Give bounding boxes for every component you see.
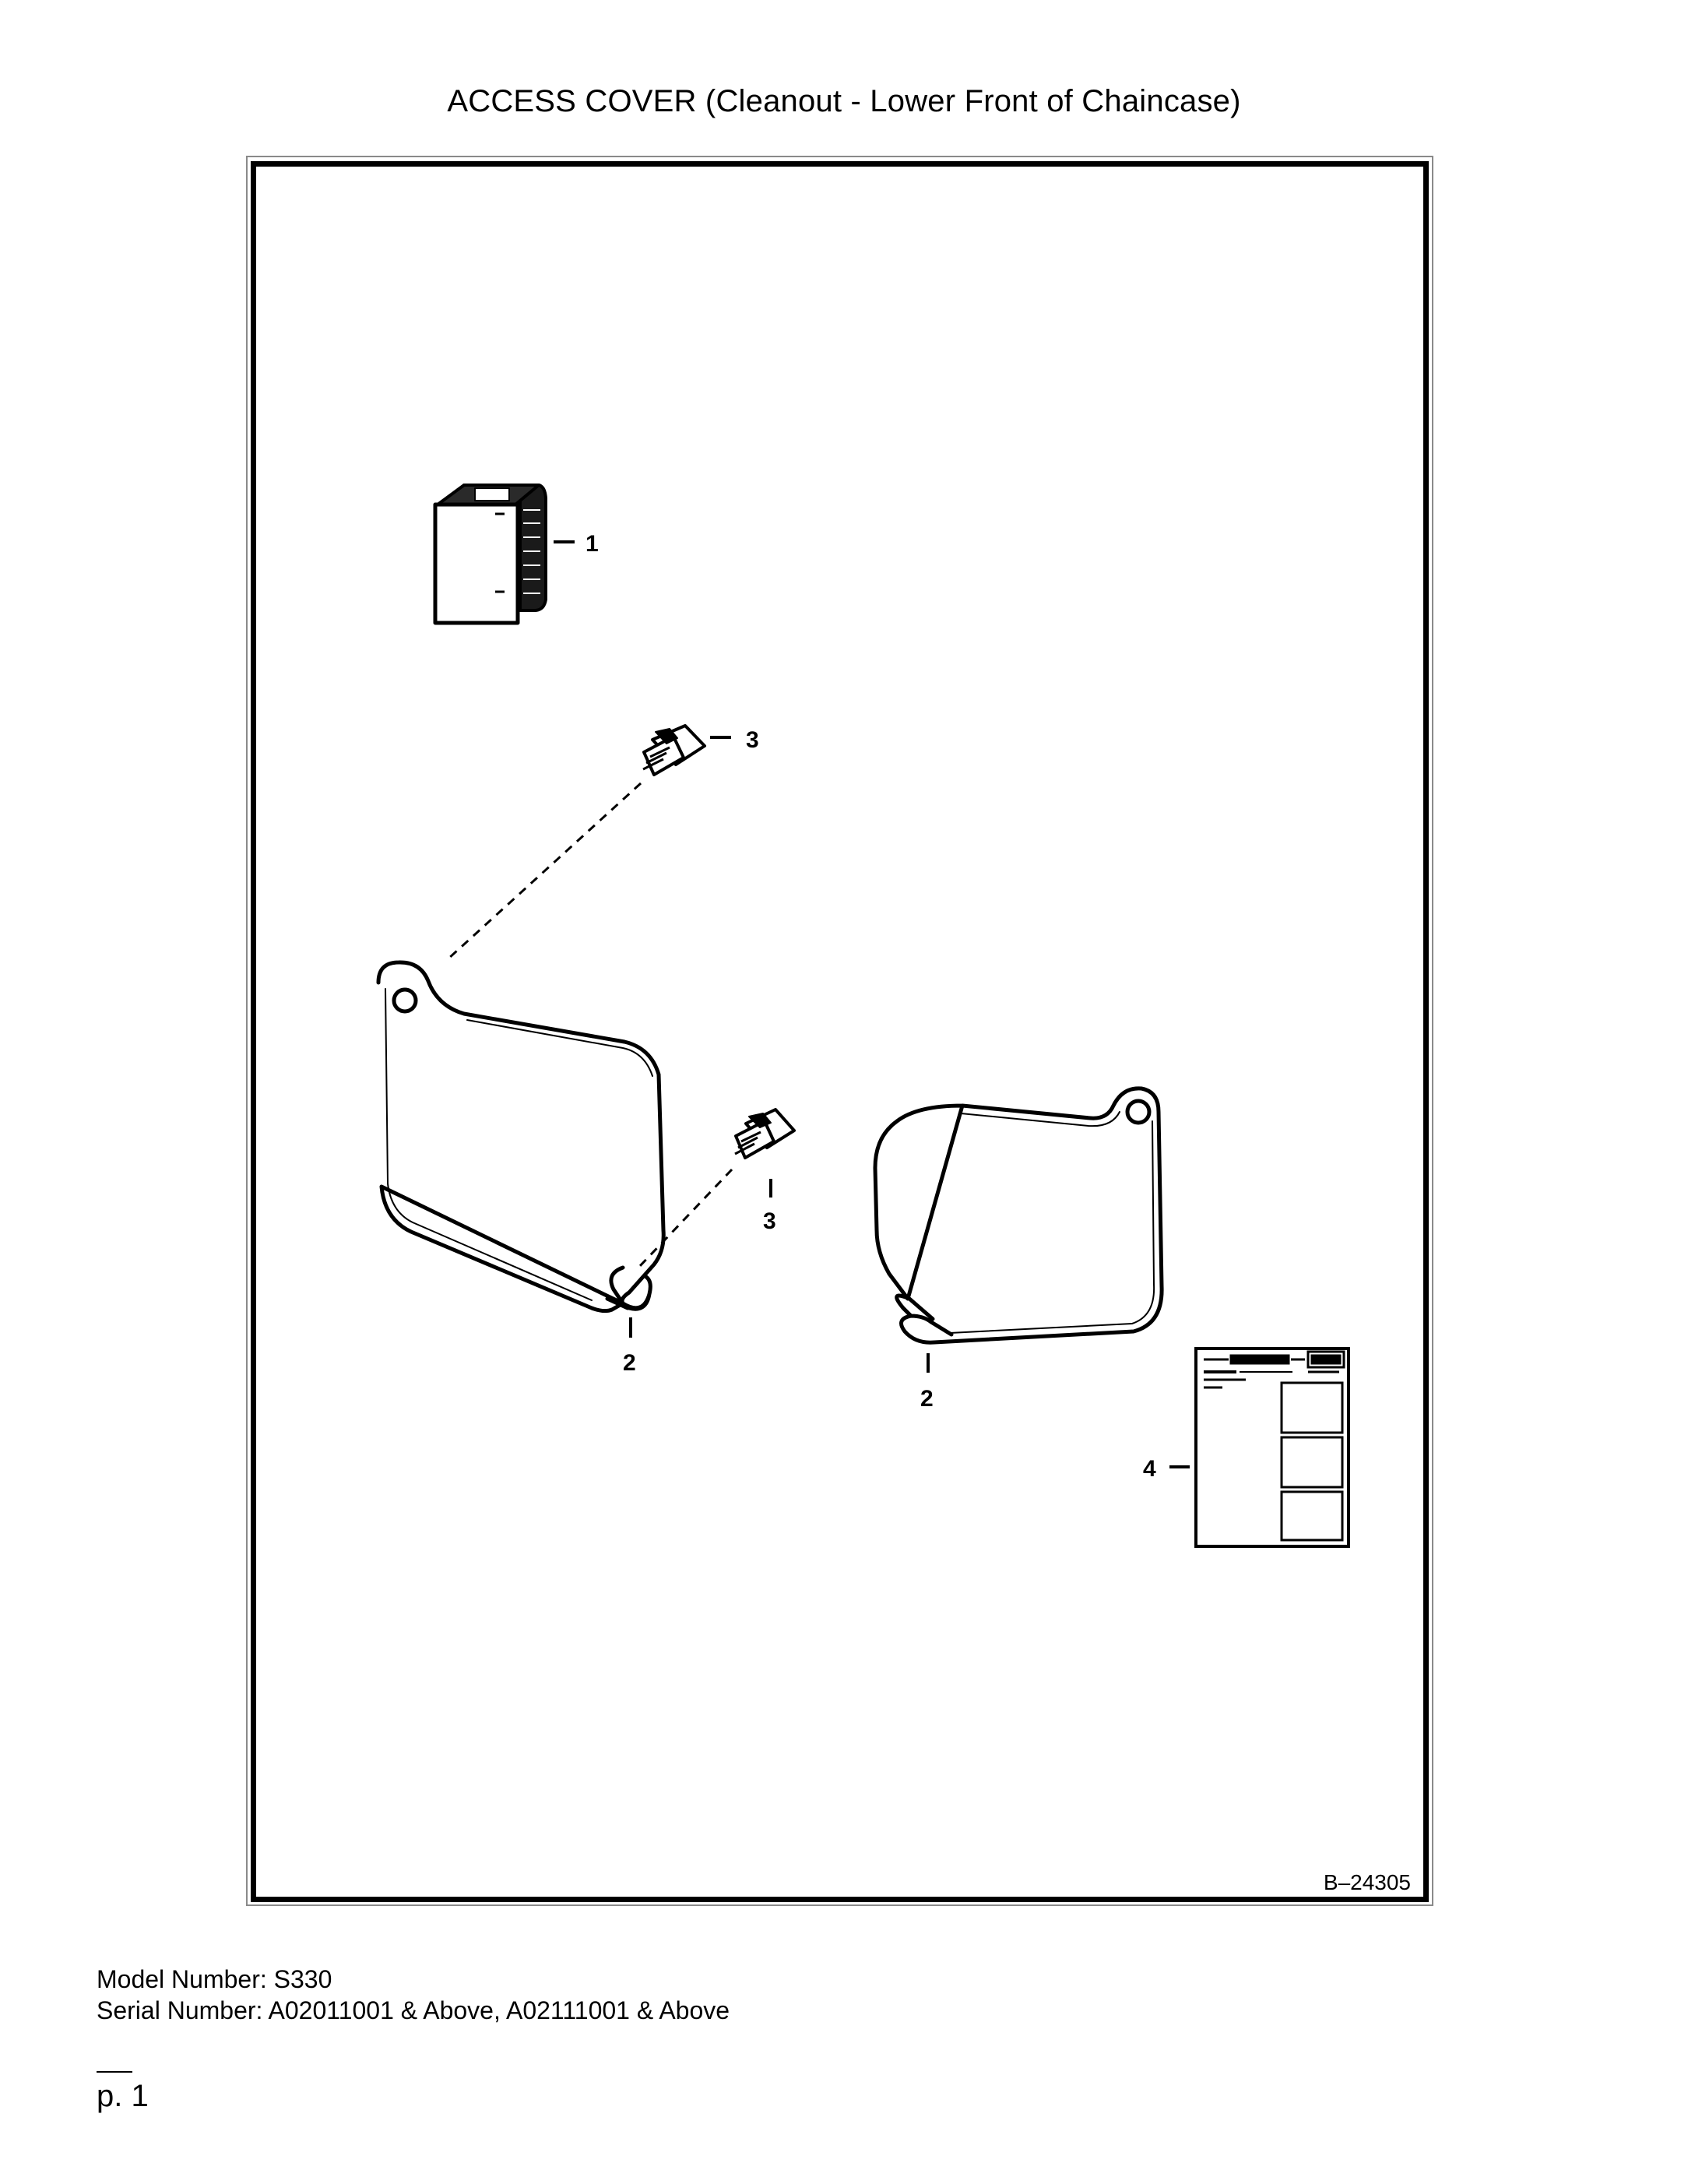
callout-2-right: 2 [920, 1386, 934, 1412]
part-2-cover-left [376, 960, 666, 1314]
diagram-frame [251, 161, 1429, 1902]
serial-number: Serial Number: A02011001 & Above, A02111… [97, 1996, 730, 2024]
callout-1: 1 [586, 531, 599, 557]
callout-3-upper: 3 [746, 727, 759, 753]
part-3-bolt-upper [642, 724, 706, 776]
part-4-instruction-sheet [1194, 1347, 1350, 1548]
part-2-cover-right [873, 1086, 1164, 1345]
callout-4: 4 [1143, 1456, 1156, 1482]
part-3-bolt-lower [734, 1108, 796, 1159]
callout-2-left: 2 [623, 1350, 636, 1376]
assembly-dashed-line-upper [446, 782, 642, 961]
callout-3-lower: 3 [763, 1208, 776, 1234]
model-serial-info: Model Number: S330 Serial Number: A02011… [97, 1964, 730, 2026]
assembly-dashed-line-lower [637, 1168, 733, 1269]
page-title: ACCESS COVER (Cleanout - Lower Front of … [447, 84, 1241, 118]
page-number: p. 1 [97, 2079, 149, 2113]
drawing-reference-number: B–24305 [1323, 1870, 1411, 1894]
model-number: Model Number: S330 [97, 1965, 332, 1993]
part-1-sealant-block [433, 484, 547, 625]
page-number-rule [97, 2071, 132, 2073]
diagram-frame-outer [246, 156, 1433, 1906]
